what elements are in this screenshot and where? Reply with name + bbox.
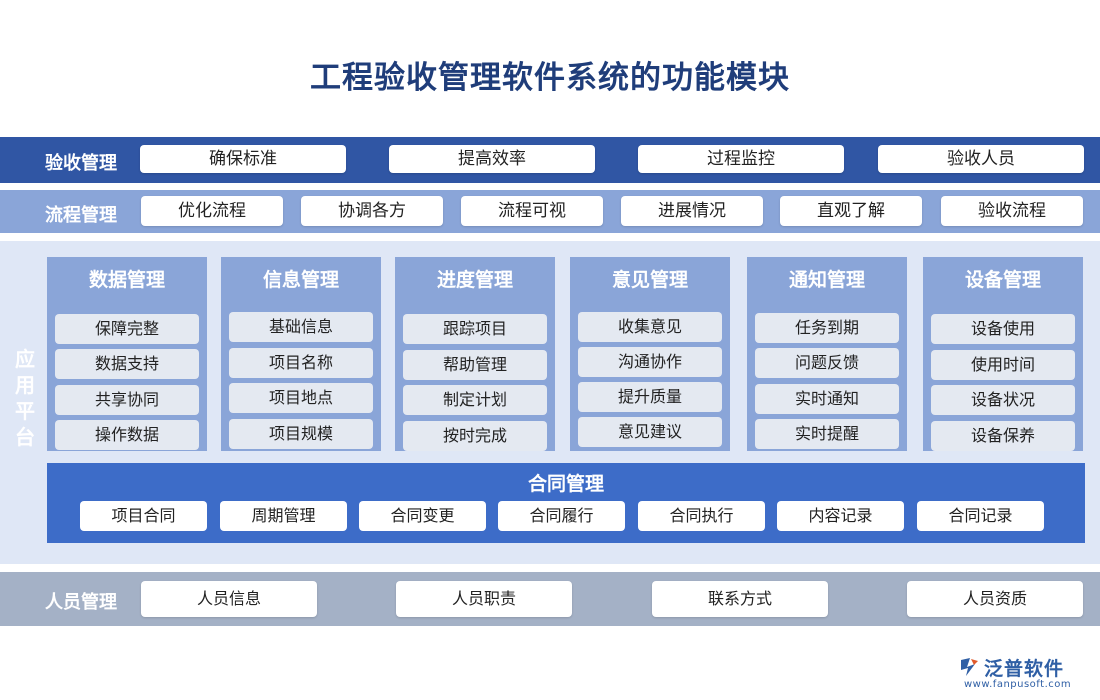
module-item: 设备使用 [931, 314, 1075, 344]
module-title: 通知管理 [788, 269, 865, 291]
module-item: 项目规模 [229, 419, 373, 449]
personnel-item: 人员信息 [141, 581, 317, 617]
module-notice-management: 通知管理 任务到期 问题反馈 实时通知 实时提醒 [747, 257, 907, 451]
page-title: 工程验收管理软件系统的功能模块 [310, 60, 790, 96]
application-platform: 应用平台 数据管理 保障完整 数据支持 共享协同 操作数据 信息管理 基础信息 … [0, 241, 1100, 564]
logo-mark-icon [961, 658, 978, 676]
contract-title: 合同管理 [527, 473, 604, 495]
contract-management: 合同管理 项目合同 周期管理 合同变更 合同履行 合同执行 内容记录 合同记录 [47, 463, 1085, 543]
contract-item: 合同履行 [498, 501, 625, 531]
personnel-label: 人员管理 [45, 592, 117, 613]
module-item: 保障完整 [55, 314, 199, 344]
module-item: 提升质量 [578, 382, 722, 412]
module-item: 实时通知 [755, 384, 899, 414]
module-item: 制定计划 [403, 385, 547, 415]
brand-logo: 泛普软件 www.fanpusoft.com [958, 654, 1088, 690]
module-equipment-management: 设备管理 设备使用 使用时间 设备状况 设备保养 [923, 257, 1083, 451]
process-item: 协调各方 [301, 196, 443, 226]
process-item: 进展情况 [621, 196, 763, 226]
module-item: 问题反馈 [755, 348, 899, 378]
acceptance-item: 提高效率 [389, 145, 595, 173]
module-item: 使用时间 [931, 350, 1075, 380]
module-item: 收集意见 [578, 312, 722, 342]
platform-label: 应用平台 [15, 347, 35, 449]
module-item: 跟踪项目 [403, 314, 547, 344]
module-item: 设备保养 [931, 421, 1075, 451]
process-item: 直观了解 [780, 196, 922, 226]
contract-item: 合同执行 [638, 501, 765, 531]
module-info-management: 信息管理 基础信息 项目名称 项目地点 项目规模 [221, 257, 381, 451]
module-opinion-management: 意见管理 收集意见 沟通协作 提升质量 意见建议 [570, 257, 730, 451]
personnel-item: 人员资质 [907, 581, 1083, 617]
personnel-band: 人员管理 人员信息 人员职责 联系方式 人员资质 [0, 572, 1100, 626]
module-item: 任务到期 [755, 313, 899, 343]
module-item: 沟通协作 [578, 347, 722, 377]
contract-item: 合同变更 [359, 501, 486, 531]
process-label: 流程管理 [45, 205, 117, 226]
module-item: 操作数据 [55, 420, 199, 450]
module-progress-management: 进度管理 跟踪项目 帮助管理 制定计划 按时完成 [395, 257, 555, 451]
personnel-item: 人员职责 [396, 581, 572, 617]
acceptance-band: 验收管理 确保标准 提高效率 过程监控 验收人员 [0, 137, 1100, 183]
acceptance-label: 验收管理 [45, 153, 117, 174]
module-item: 帮助管理 [403, 350, 547, 380]
module-title: 进度管理 [436, 269, 513, 291]
process-item: 验收流程 [941, 196, 1083, 226]
module-item: 意见建议 [578, 417, 722, 447]
personnel-item: 联系方式 [652, 581, 828, 617]
module-item: 数据支持 [55, 349, 199, 379]
module-item: 共享协同 [55, 385, 199, 415]
module-title: 设备管理 [964, 269, 1041, 291]
contract-item: 内容记录 [777, 501, 904, 531]
module-title: 信息管理 [262, 269, 339, 291]
module-item: 按时完成 [403, 421, 547, 451]
process-item: 优化流程 [141, 196, 283, 226]
module-title: 数据管理 [88, 269, 165, 291]
module-item: 实时提醒 [755, 419, 899, 449]
acceptance-item: 确保标准 [140, 145, 346, 173]
module-item: 设备状况 [931, 385, 1075, 415]
logo-name: 泛普软件 [984, 658, 1065, 680]
module-data-management: 数据管理 保障完整 数据支持 共享协同 操作数据 [47, 257, 207, 451]
contract-item: 合同记录 [917, 501, 1044, 531]
module-item: 项目名称 [229, 348, 373, 378]
module-title: 意见管理 [611, 269, 688, 291]
contract-item: 项目合同 [80, 501, 207, 531]
process-item: 流程可视 [461, 196, 603, 226]
process-band: 流程管理 优化流程 协调各方 流程可视 进展情况 直观了解 验收流程 [0, 190, 1100, 233]
acceptance-item: 过程监控 [638, 145, 844, 173]
module-item: 项目地点 [229, 383, 373, 413]
acceptance-item: 验收人员 [878, 145, 1084, 173]
contract-item: 周期管理 [220, 501, 347, 531]
logo-url: www.fanpusoft.com [964, 679, 1072, 690]
module-item: 基础信息 [229, 312, 373, 342]
